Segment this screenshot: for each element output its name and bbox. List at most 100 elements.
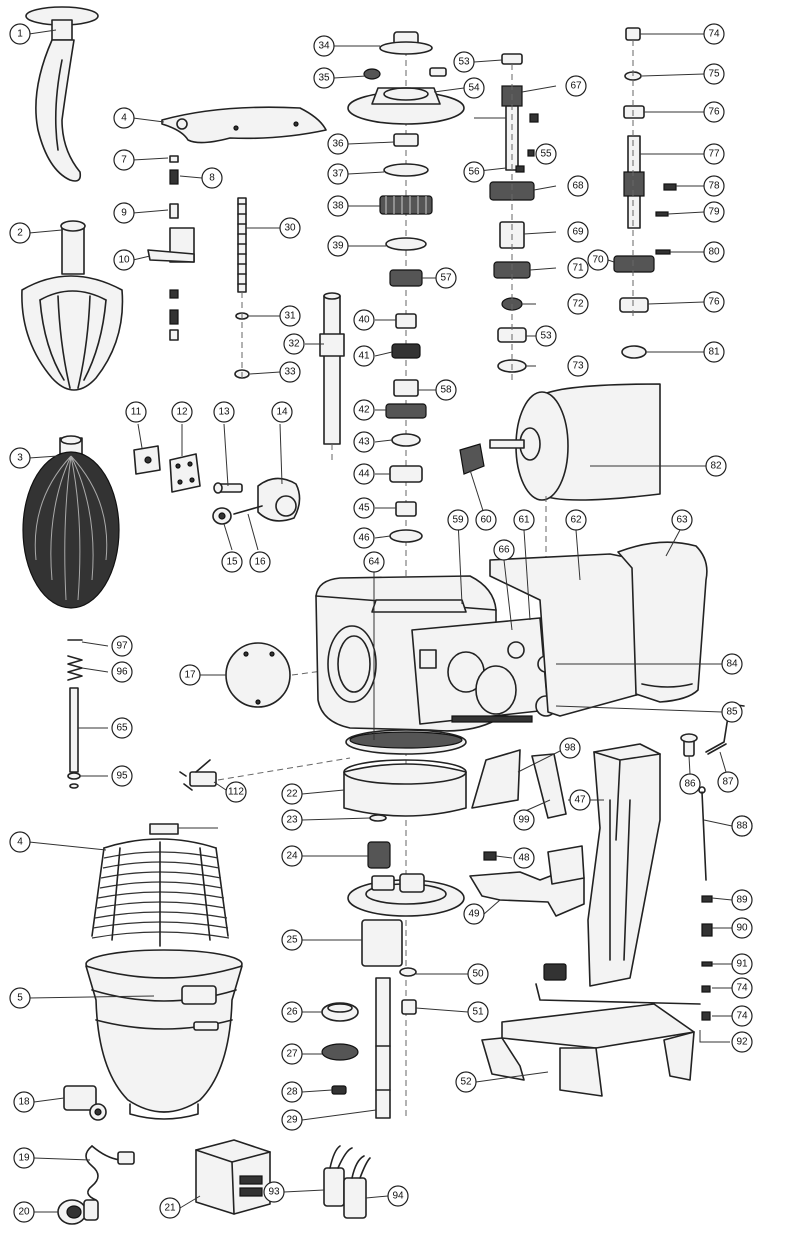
callout-label: 87: [722, 777, 734, 788]
callout-45: 45: [353, 497, 375, 519]
callout-label: 2: [17, 228, 23, 239]
callout-label: 33: [284, 367, 296, 378]
callout-49: 49: [463, 903, 485, 925]
flat-beater: [21, 220, 124, 391]
callout-1: 1: [9, 23, 31, 45]
callout-74: 74: [703, 23, 725, 45]
callout-2: 2: [9, 222, 31, 244]
callout-99: 99: [513, 809, 535, 831]
callout-74: 74: [731, 977, 753, 999]
intermediate-shaft: [489, 53, 539, 380]
callout-label: 99: [518, 815, 530, 826]
callout-label: 57: [440, 273, 452, 284]
callout-label: 5: [17, 993, 23, 1004]
callout-35: 35: [313, 67, 335, 89]
callout-label: 86: [684, 779, 696, 790]
callout-label: 77: [708, 149, 720, 160]
callout-label: 82: [710, 461, 722, 472]
callout-84: 84: [721, 653, 743, 675]
callout-44: 44: [353, 463, 375, 485]
callout-78: 78: [703, 175, 725, 197]
callout-label: 65: [116, 723, 128, 734]
guard-pin-assembly: [147, 155, 195, 341]
callout-89: 89: [731, 889, 753, 911]
machine-base: [481, 963, 701, 1097]
top-cover-plate: [161, 106, 327, 144]
callout-label: 51: [472, 1007, 484, 1018]
callout-label: 72: [572, 299, 584, 310]
callout-label: 32: [288, 339, 300, 350]
callout-label: 93: [268, 1187, 280, 1198]
bowl-lift-arm: [469, 845, 585, 917]
callout-53: 53: [535, 325, 557, 347]
callout-66: 66: [493, 539, 515, 561]
lower-gear-parts: [343, 759, 467, 869]
callout-50: 50: [467, 963, 489, 985]
power-plug: [57, 1199, 99, 1225]
callout-54: 54: [463, 77, 485, 99]
callout-93: 93: [263, 1181, 285, 1203]
main-shaft: [319, 292, 345, 460]
callout-label: 34: [318, 41, 330, 52]
callout-label: 69: [572, 227, 584, 238]
callout-73: 73: [567, 355, 589, 377]
callout-label: 58: [440, 385, 452, 396]
callout-112: 112: [225, 781, 247, 803]
callout-label: 38: [332, 201, 344, 212]
callout-5: 5: [9, 987, 31, 1009]
vertical-rod: [234, 197, 250, 380]
callout-72: 72: [567, 293, 589, 315]
callout-label: 52: [460, 1077, 472, 1088]
callout-label: 80: [708, 247, 720, 258]
callout-label: 91: [736, 959, 748, 970]
callout-label: 75: [708, 69, 720, 80]
callout-17: 17: [179, 664, 201, 686]
callout-58: 58: [435, 379, 457, 401]
callout-3: 3: [9, 447, 31, 469]
wire-whisk: [22, 435, 120, 609]
callout-31: 31: [279, 305, 301, 327]
callout-label: 53: [540, 331, 552, 342]
callout-label: 46: [358, 533, 370, 544]
callout-label: 44: [358, 469, 370, 480]
callout-26: 26: [281, 1001, 303, 1023]
callout-61: 61: [513, 509, 535, 531]
callout-label: 64: [368, 557, 380, 568]
callout-87: 87: [717, 771, 739, 793]
callout-62: 62: [565, 509, 587, 531]
callout-label: 98: [564, 743, 576, 754]
callout-60: 60: [475, 509, 497, 531]
callout-label: 35: [318, 73, 330, 84]
callout-52: 52: [455, 1071, 477, 1093]
callout-label: 76: [708, 107, 720, 118]
callout-86: 86: [679, 773, 701, 795]
callout-40: 40: [353, 309, 375, 331]
callout-label: 71: [572, 263, 584, 274]
callout-label: 9: [121, 208, 127, 219]
callout-7: 7: [113, 149, 135, 171]
callout-label: 78: [708, 181, 720, 192]
callout-label: 76: [708, 297, 720, 308]
callout-label: 54: [468, 83, 480, 94]
callout-label: 29: [286, 1115, 298, 1126]
callout-18: 18: [13, 1091, 35, 1113]
callout-label: 16: [254, 557, 266, 568]
callout-label: 7: [121, 155, 127, 166]
callout-13: 13: [213, 401, 235, 423]
callout-9: 9: [113, 202, 135, 224]
callout-53: 53: [453, 51, 475, 73]
callout-43: 43: [353, 431, 375, 453]
callout-92: 92: [731, 1031, 753, 1053]
callout-64: 64: [363, 551, 385, 573]
callout-57: 57: [435, 267, 457, 289]
callout-95: 95: [111, 765, 133, 787]
callout-24: 24: [281, 845, 303, 867]
callout-label: 26: [286, 1007, 298, 1018]
callout-label: 59: [452, 515, 464, 526]
callout-67: 67: [565, 75, 587, 97]
callout-39: 39: [327, 235, 349, 257]
callout-15: 15: [221, 551, 243, 573]
callout-label: 25: [286, 935, 298, 946]
callout-80: 80: [703, 241, 725, 263]
